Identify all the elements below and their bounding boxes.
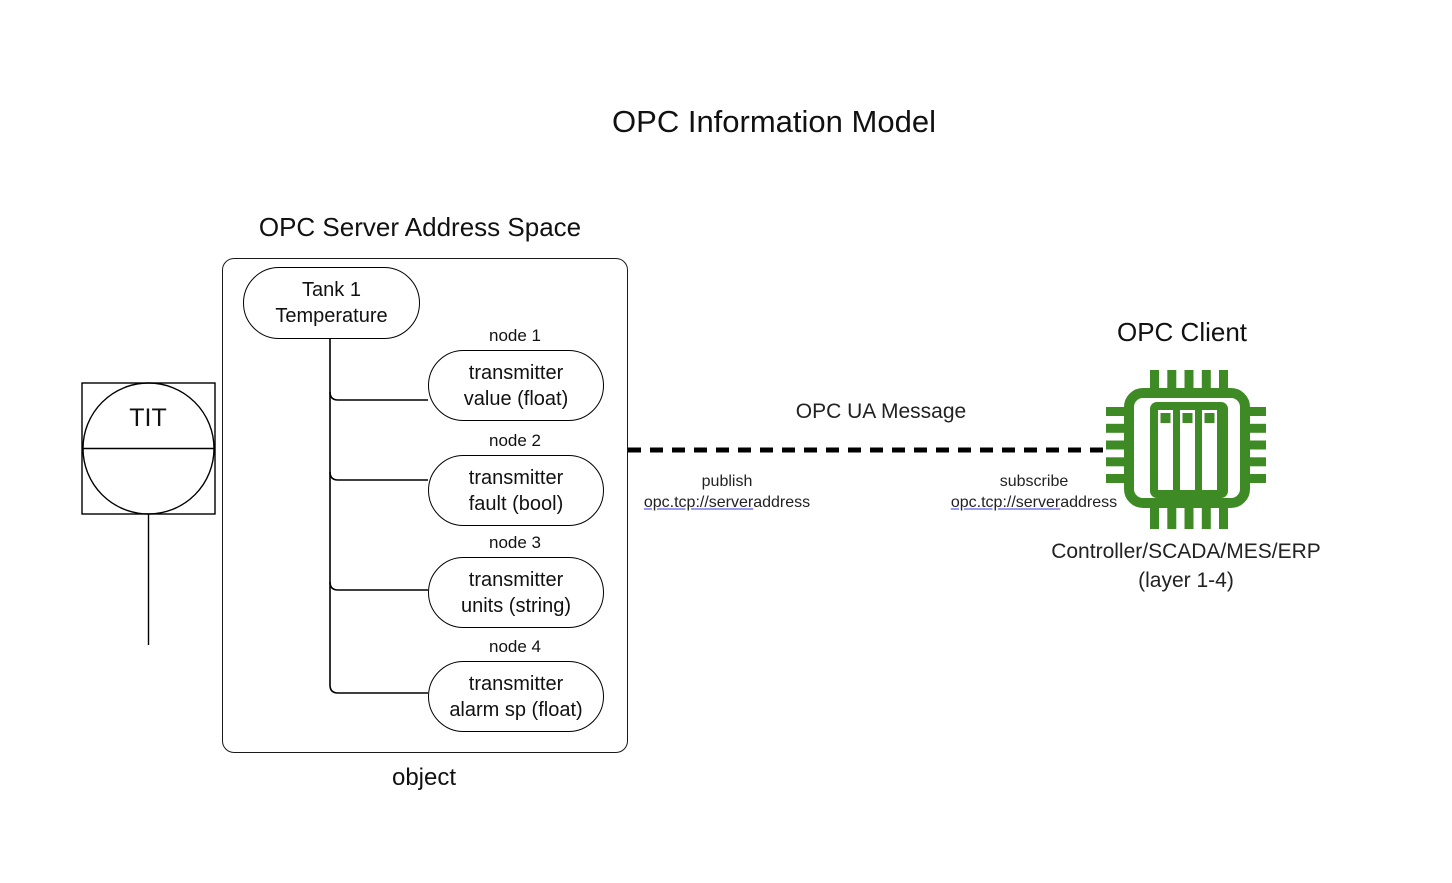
object-label: object (391, 764, 457, 791)
node-3-line1: transmitter (468, 568, 564, 591)
node-1-label: node 1 (489, 326, 541, 345)
subscribe-url-rest: address (1060, 494, 1118, 511)
diagram-title: OPC Information Model (612, 104, 936, 139)
subscribe-url-underlined: opc.tcp://server (950, 494, 1061, 511)
node-4-line2: alarm sp (float) (449, 698, 583, 721)
node-1-stadium: transmitter value (float) (428, 350, 604, 421)
client-caption-line2: (layer 1-4) (1138, 569, 1234, 592)
node-3-stadium: transmitter units (string) (428, 557, 604, 628)
publish-action-label: publish (701, 473, 753, 490)
tank-node-line2: Temperature (275, 305, 388, 327)
subscribe-action-label: subscribe (999, 473, 1069, 490)
client-caption-line1: Controller/SCADA/MES/ERP (1051, 540, 1321, 563)
opc-client-heading: OPC Client (1116, 317, 1248, 347)
node-4-stadium: transmitter alarm sp (float) (428, 661, 604, 732)
node-1-line1: transmitter (468, 361, 564, 384)
node-2-stadium: transmitter fault (bool) (428, 455, 604, 526)
chip-icon (1106, 370, 1266, 529)
publish-label-block: publish opc.tcp://serveraddress (644, 471, 810, 513)
tank-node-line1: Tank 1 (302, 279, 361, 301)
server-address-space-heading: OPC Server Address Space (258, 212, 582, 242)
node-2-line1: transmitter (468, 466, 564, 489)
node-2-label: node 2 (489, 431, 541, 450)
tank-root-node: Tank 1 Temperature (243, 267, 420, 339)
node-2-line2: fault (bool) (468, 492, 564, 515)
opc-ua-message-label: OPC UA Message (795, 400, 967, 423)
node-1-line2: value (float) (463, 387, 569, 410)
publish-url: opc.tcp://serveraddress (644, 492, 810, 513)
node-4-label: node 4 (489, 637, 541, 656)
node-3-line2: units (string) (460, 594, 572, 617)
tit-instrument-icon: TIT (81, 382, 216, 645)
publish-url-rest: address (753, 494, 811, 511)
node-3-label: node 3 (489, 533, 541, 552)
publish-url-underlined: opc.tcp://server (643, 494, 754, 511)
client-caption: Controller/SCADA/MES/ERP (layer 1-4) (1051, 537, 1321, 595)
subscribe-label-block: subscribe opc.tcp://serveraddress (951, 471, 1117, 513)
node-4-line1: transmitter (468, 672, 564, 695)
instrument-tag: TIT (129, 404, 167, 432)
subscribe-url: opc.tcp://serveraddress (951, 492, 1117, 513)
